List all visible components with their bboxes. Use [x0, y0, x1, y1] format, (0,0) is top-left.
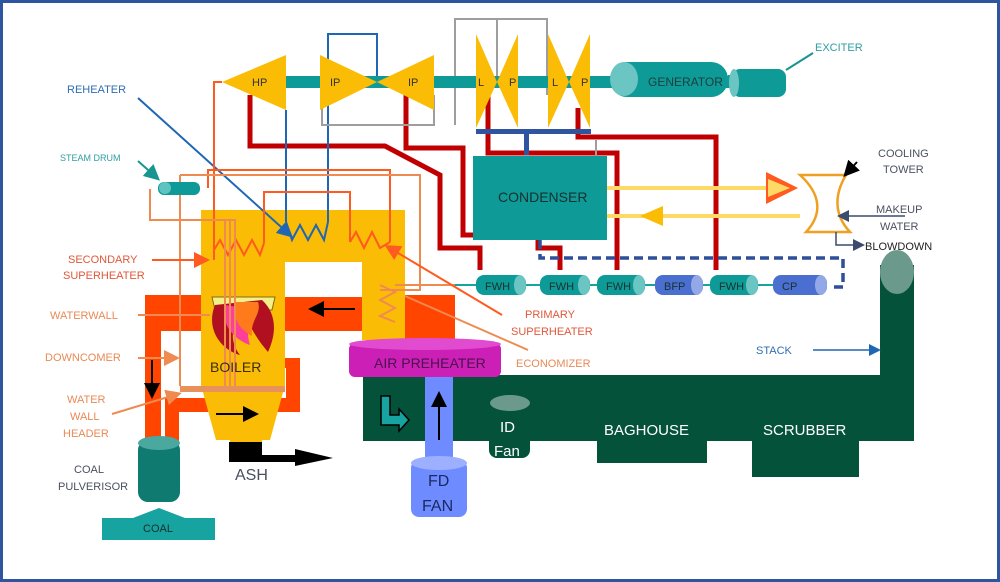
water-wall-header-label: WALL	[70, 411, 100, 423]
water-lines	[149, 174, 470, 386]
turbine-label: L	[552, 77, 558, 89]
primary-superheater-pointer	[384, 244, 503, 316]
hp-turbine[interactable]	[222, 55, 286, 110]
boiler-label: BOILER	[210, 359, 261, 375]
exciter[interactable]	[729, 69, 786, 97]
feedwater-train-label: FWH	[719, 281, 744, 293]
cooling-tower-label: COOLING	[878, 148, 929, 160]
stack-label: STACK	[756, 345, 793, 357]
steam-drum-pointer	[137, 160, 160, 181]
ip-turbine-1[interactable]	[320, 55, 377, 110]
ash-outlet	[229, 442, 333, 466]
ash-label: ASH	[235, 467, 268, 484]
makeup-water-label: MAKEUP	[876, 204, 922, 216]
turbine-label: IP	[408, 77, 418, 89]
secondary-superheater-label: SECONDARY	[68, 254, 138, 266]
flame-icon	[211, 296, 276, 355]
extraction-steam-lines	[247, 95, 719, 270]
turbine-label: HP	[252, 77, 267, 89]
makeup-water-label: WATER	[880, 221, 919, 233]
turbine-label: P	[509, 77, 516, 89]
cooling-tower[interactable]	[796, 173, 853, 234]
fd-fan[interactable]	[411, 456, 467, 517]
id-fan-label: ID	[500, 419, 515, 436]
lp-turbine-2-p[interactable]	[569, 34, 590, 128]
baghouse-box	[597, 393, 707, 463]
id-fan-label: Fan	[494, 443, 520, 460]
economizer-pointer	[404, 295, 529, 351]
turbine-label: L	[478, 77, 484, 89]
lp-exhaust-header	[476, 129, 591, 134]
ip-turbine-2[interactable]	[377, 55, 434, 110]
cooling-tower-label: TOWER	[883, 164, 924, 176]
air-preheater-label: AIR PREHEATER	[374, 355, 486, 371]
id-fan[interactable]	[489, 395, 530, 458]
coal-feed-arrow-icon	[133, 508, 185, 518]
feedwater-train-label: FWH	[549, 281, 574, 293]
condenser-label: CONDENSER	[498, 189, 587, 205]
scrubber-box	[752, 393, 859, 477]
exciter-pointer	[785, 52, 814, 71]
blowdown-label: BLOWDOWN	[865, 241, 932, 253]
lp-turbine-1-p[interactable]	[497, 34, 518, 128]
lp-exhaust-down	[524, 129, 529, 155]
flow-turn-arrow-icon	[380, 395, 411, 433]
steam-drum-label: STEAM DRUM	[60, 153, 121, 163]
coal-pulverisor[interactable]	[138, 436, 180, 502]
cooling-water-return-arrow-icon	[640, 206, 663, 226]
fd-fan-label: FAN	[422, 498, 453, 515]
coal-pulverisor-label: COAL	[74, 464, 104, 476]
water-wall-header-label: HEADER	[63, 428, 109, 440]
feedwater-heater[interactable]: FWH	[597, 275, 645, 295]
generator[interactable]	[610, 62, 728, 97]
condenser[interactable]	[473, 156, 607, 240]
coal-pulverisor-label: PULVERISOR	[58, 481, 128, 493]
economizer-label: ECONOMIZER	[516, 358, 591, 370]
scrubber-label: SCRUBBER	[763, 422, 847, 439]
coal-feed[interactable]	[102, 518, 215, 540]
superheater-lines	[207, 81, 391, 260]
water-wall-header-label: WATER	[67, 394, 106, 406]
feedwater-train-label: BFP	[664, 281, 685, 293]
waterwall-label: WATERWALL	[50, 310, 118, 322]
primary-superheater-label: SUPERHEATER	[511, 326, 593, 338]
feedwater-train-label: CP	[782, 281, 797, 293]
downcomer-label: DOWNCOMER	[45, 352, 121, 364]
lp-turbine-1-l[interactable]	[476, 34, 497, 128]
cooling-water-out-arrow-icon	[768, 179, 790, 197]
generator-label: GENERATOR	[648, 75, 723, 89]
feedwater-heater[interactable]: FWH	[540, 275, 590, 295]
feedwater-heater[interactable]: FWH	[476, 275, 526, 295]
turbine-label: IP	[330, 77, 340, 89]
coal-label: COAL	[143, 523, 173, 535]
water-wall-header-bar	[180, 386, 285, 392]
turbine-label: P	[581, 77, 588, 89]
exciter-label: EXCITER	[815, 42, 863, 54]
boiler-opening	[285, 262, 362, 297]
water-wall-header-pointer	[111, 389, 182, 415]
fd-fan-label: FD	[428, 473, 449, 490]
secondary-superheater-label: SUPERHEATER	[63, 270, 145, 282]
blowdown-arrow	[835, 232, 865, 251]
feedwater-train-label: FWH	[485, 281, 510, 293]
cooling-tower-pointer	[843, 159, 861, 177]
feed-pump-cp[interactable]: CP	[773, 275, 827, 295]
baghouse-label: BAGHOUSE	[604, 422, 689, 439]
feed-pump-bfp[interactable]: BFP	[655, 275, 703, 295]
feedwater-heater[interactable]: FWH	[710, 275, 758, 295]
feedwater-return-line	[538, 240, 845, 289]
feedwater-train-label: FWH	[606, 281, 631, 293]
primary-superheater-label: PRIMARY	[525, 309, 576, 321]
stack-top	[880, 250, 914, 294]
steam-drum[interactable]	[158, 182, 200, 195]
reheater-label: REHEATER	[67, 84, 126, 96]
lp-turbine-2-l[interactable]	[548, 34, 569, 128]
air-preheater[interactable]	[349, 338, 501, 377]
